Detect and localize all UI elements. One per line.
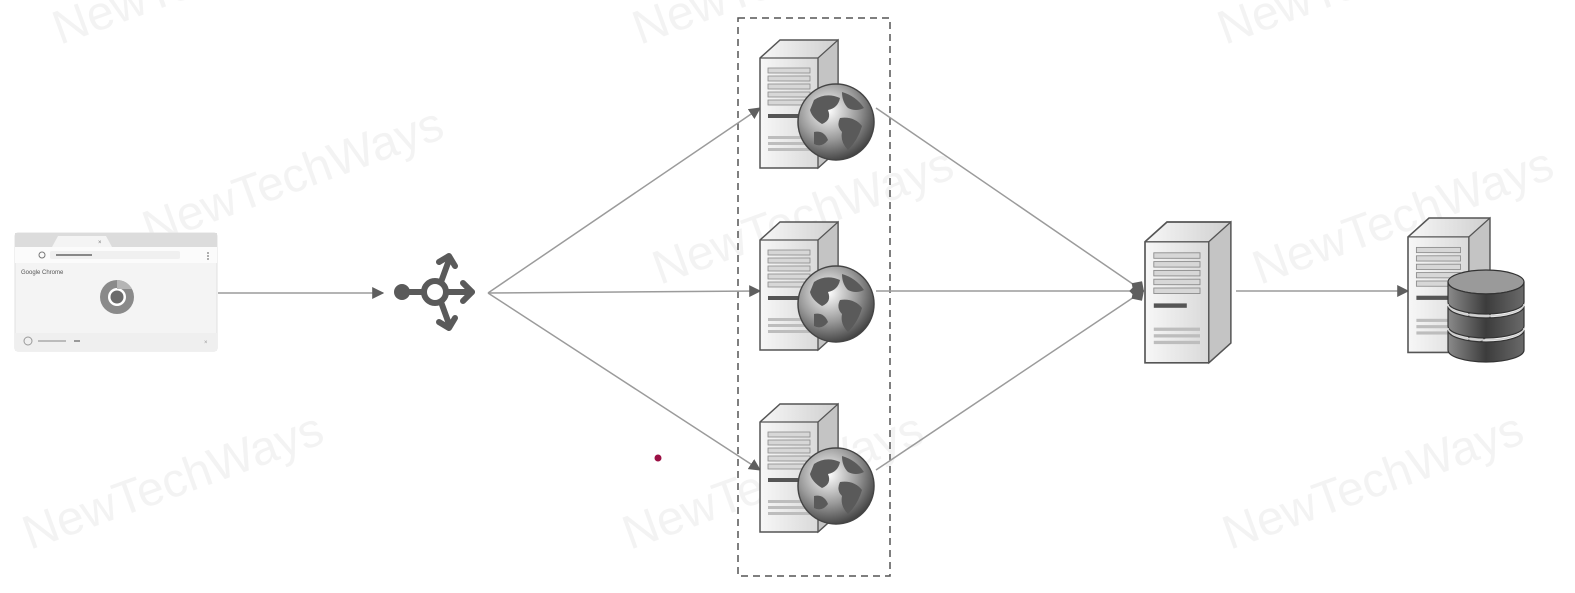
watermark-text: NewTechWays bbox=[136, 98, 451, 256]
connectors bbox=[218, 107, 1410, 471]
app-server-icon bbox=[1144, 221, 1232, 364]
watermark-text: NewTechWays bbox=[46, 0, 361, 55]
web-tier-frame bbox=[737, 17, 891, 577]
web-server-icon bbox=[759, 221, 875, 351]
chrome-logo-icon bbox=[100, 280, 134, 314]
load-balancer-icon bbox=[394, 253, 475, 331]
connector-web-3-to-app bbox=[875, 288, 1145, 471]
svg-text:×: × bbox=[204, 340, 208, 346]
browser-app-name: Google Chrome bbox=[21, 270, 64, 276]
svg-text:×: × bbox=[98, 240, 102, 246]
connector-lb-to-web-3 bbox=[487, 292, 762, 471]
connector-lb-to-web-1 bbox=[487, 107, 761, 294]
watermark-text: NewTechWays bbox=[1246, 138, 1561, 296]
connector-web-1-to-app bbox=[875, 107, 1145, 294]
connector-lb-to-web-2 bbox=[487, 285, 762, 298]
marker-dot bbox=[654, 454, 662, 462]
watermark-text: NewTechWays bbox=[16, 403, 331, 561]
web-server-icon bbox=[759, 39, 875, 169]
watermark-text: NewTechWays bbox=[1211, 0, 1526, 55]
database-server-icon bbox=[1407, 217, 1525, 363]
browser-window-icon: × Google Chrome × bbox=[14, 232, 218, 352]
watermark-text: NewTechWays bbox=[1216, 403, 1531, 561]
